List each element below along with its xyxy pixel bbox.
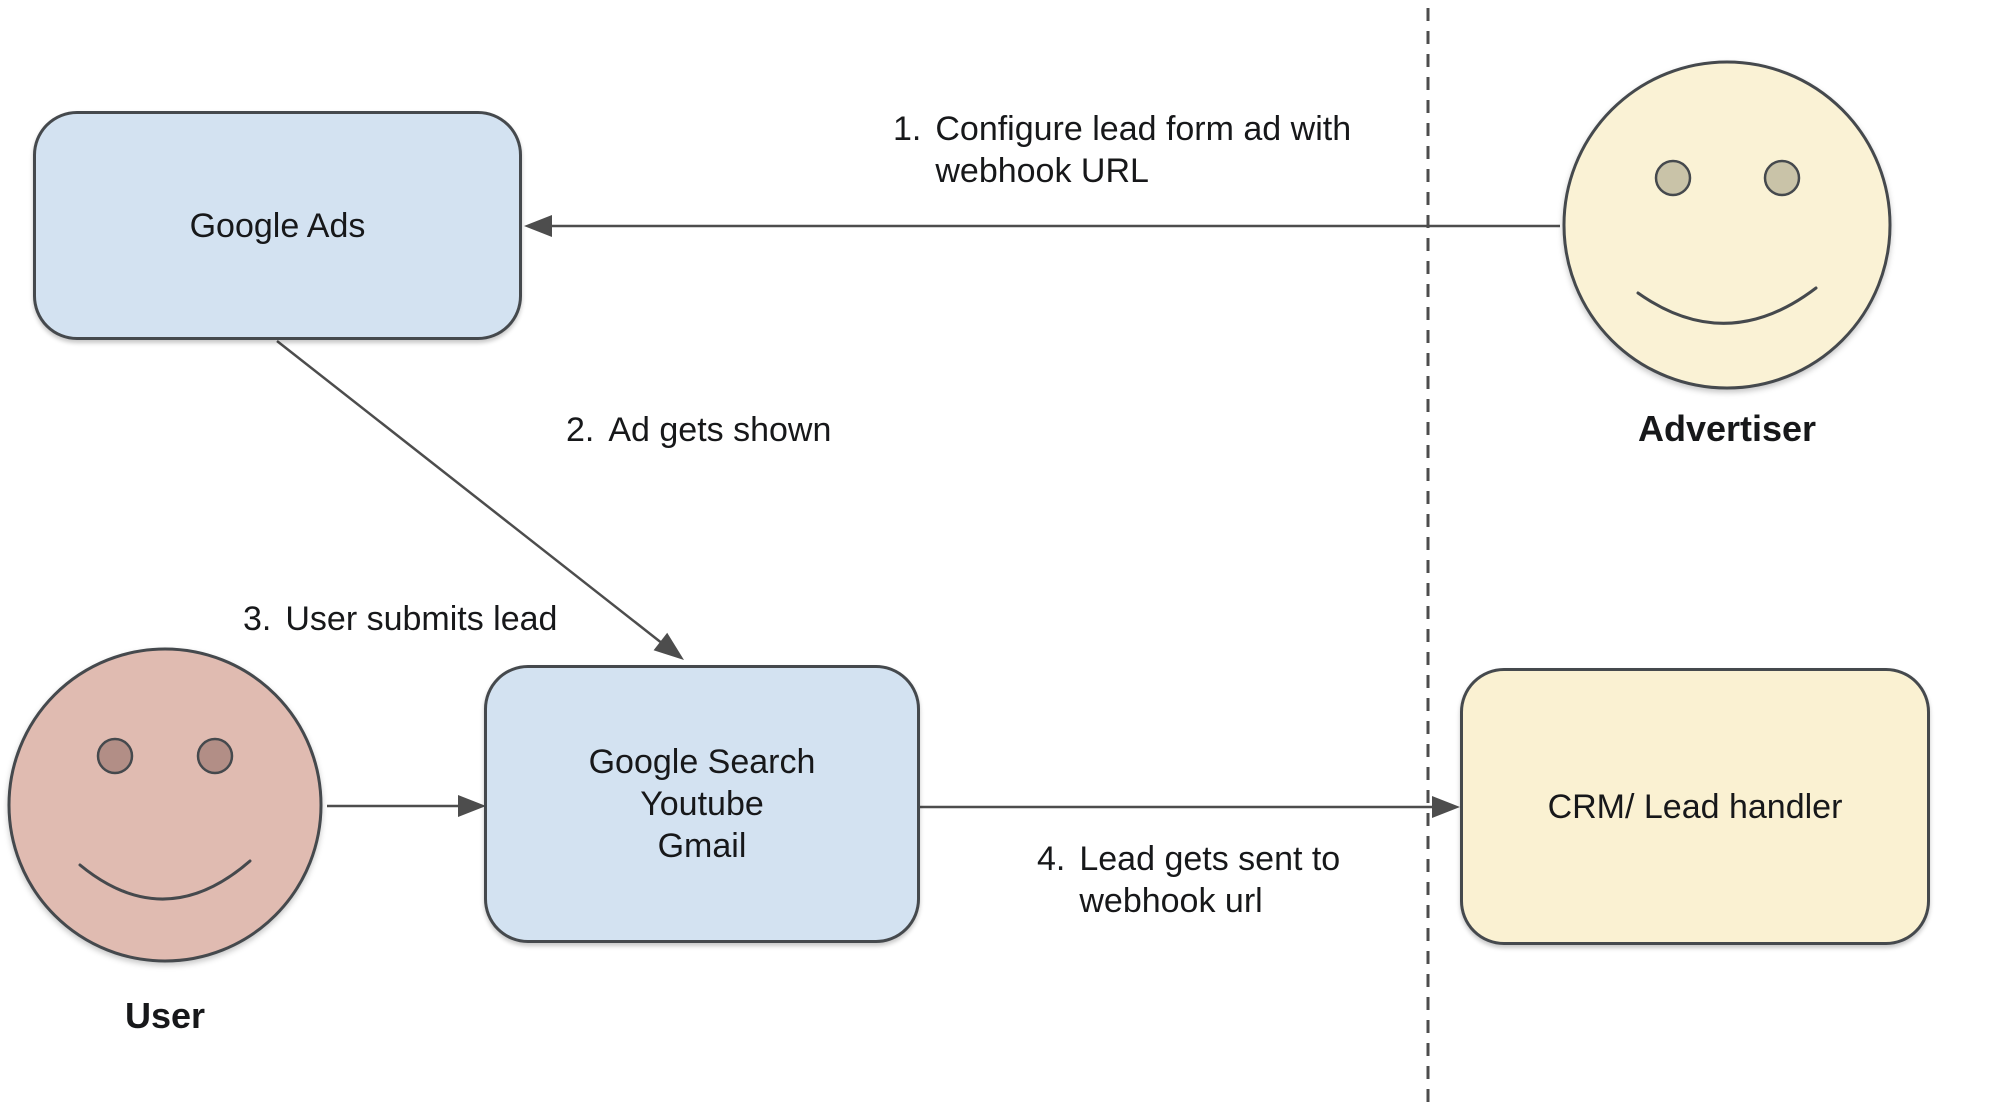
step-4-line2: webhook url [1079,882,1263,920]
arrow-user-submits-lead [327,795,486,817]
step-1-annotation: 1. Configure lead form ad with webhook U… [893,108,1351,192]
google-search-label: Google Search [588,743,816,781]
user-smile [78,859,252,901]
user-left-eye [96,737,134,775]
arrow-lead-sent-to-webhook [920,796,1460,818]
advertiser-smile [1636,286,1818,325]
step-2-number: 2. [566,411,595,449]
step-4-annotation: 4. Lead gets sent to webhook url [1037,838,1340,922]
step-1-number: 1. [893,110,922,148]
step-2-line1: Ad gets shown [608,411,832,449]
arrow-configure-lead-form [524,215,1560,237]
advertiser-right-eye [1763,159,1801,197]
advertiser-left-eye [1654,159,1692,197]
google-surfaces-node: Google Search Youtube Gmail [484,665,920,943]
user-right-eye [196,737,234,775]
advertiser-face-icon [1562,60,1892,390]
step-2-annotation: 2. Ad gets shown [566,409,831,451]
step-4-line1: Lead gets sent to [1079,840,1341,878]
crm-lead-handler-node: CRM/ Lead handler [1460,668,1930,945]
google-ads-node: Google Ads [33,111,522,340]
advertiser-label: Advertiser [1637,408,1817,449]
step-1-line2: webhook URL [935,152,1149,190]
step-4-number: 4. [1037,840,1066,878]
step-3-line1: User submits lead [285,600,558,638]
step-3-annotation: 3. User submits lead [243,598,557,640]
youtube-label: Youtube [640,785,764,823]
step-3-number: 3. [243,600,272,638]
google-ads-label: Google Ads [189,206,366,245]
crm-label: CRM/ Lead handler [1547,787,1843,826]
step-1-line1: Configure lead form ad with [935,110,1352,148]
user-face-icon [7,647,323,963]
gmail-label: Gmail [657,827,747,865]
user-label: User [124,995,206,1036]
